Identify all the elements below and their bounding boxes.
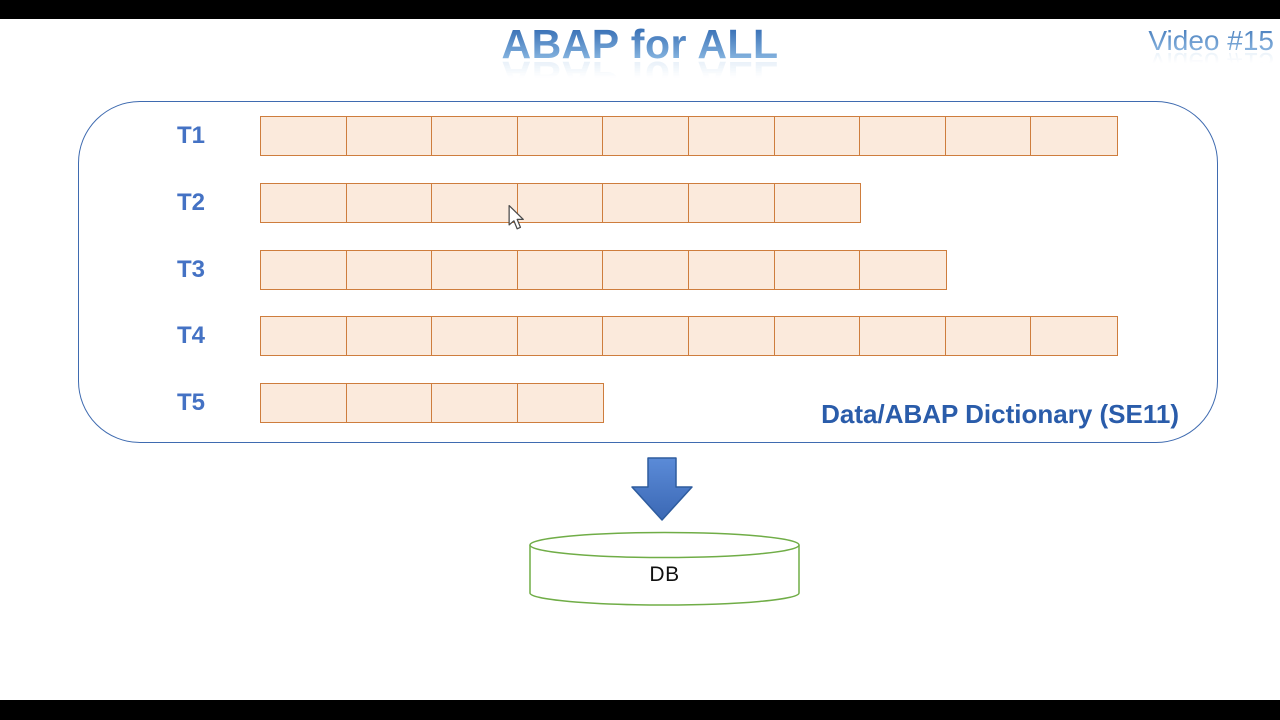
- table-cell: [1031, 117, 1117, 155]
- dictionary-caption: Data/ABAP Dictionary (SE11): [821, 399, 1179, 429]
- letterbox-top: [0, 0, 1280, 19]
- table-cell: [946, 317, 1032, 356]
- table-cell: [261, 183, 347, 222]
- table-cell: [347, 117, 433, 155]
- table-cell: [860, 117, 946, 155]
- table-cell: [518, 250, 604, 289]
- letterbox-bottom: [0, 700, 1280, 720]
- table-cell: [689, 183, 775, 222]
- table-cell: [860, 251, 946, 289]
- table-label: T2: [176, 188, 205, 216]
- table-cell: [518, 183, 604, 222]
- table-cell: [347, 384, 433, 422]
- table-cell: [432, 117, 518, 155]
- table-cell: [261, 384, 347, 422]
- table-cell: [775, 317, 861, 356]
- table-label: T3: [176, 255, 205, 283]
- database-label: DB: [649, 563, 680, 586]
- table-row: T4: [79, 316, 1217, 357]
- down-arrow-icon: [631, 457, 693, 521]
- table-cell: [603, 250, 689, 289]
- table-cells: [260, 182, 862, 223]
- video-number-reflection: Video #15: [1148, 47, 1274, 78]
- video-number-badge: Video #15 Video #15: [1004, 25, 1274, 79]
- table-cell: [603, 317, 689, 356]
- table-cell: [432, 317, 518, 356]
- table-cell: [261, 117, 347, 155]
- database-cylinder-shape: [529, 531, 800, 606]
- table-cell: [518, 384, 604, 422]
- slide-title-reflection: ABAP for ALL: [501, 53, 779, 99]
- video-number-text: Video #15: [1148, 25, 1274, 56]
- database-cylinder: DB: [529, 531, 800, 607]
- table-cells: [260, 316, 1118, 357]
- table-cell: [860, 317, 946, 356]
- table-cell: [775, 184, 861, 222]
- table-label: T5: [176, 389, 205, 416]
- table-cell: [689, 117, 775, 155]
- slide-title: ABAP for ALL ABAP for ALL: [0, 21, 1280, 100]
- table-row: T3: [79, 249, 1217, 290]
- table-cells: [260, 249, 947, 290]
- table-label: T4: [176, 322, 205, 350]
- table-cell: [1031, 317, 1117, 355]
- table-cell: [775, 250, 861, 289]
- table-cell: [347, 317, 433, 356]
- table-cell: [261, 317, 347, 356]
- table-cell: [775, 117, 861, 155]
- table-cell: [518, 117, 604, 155]
- table-label: T1: [176, 122, 205, 149]
- table-cell: [946, 117, 1032, 155]
- table-cells: [260, 383, 605, 423]
- mouse-pointer-icon: [508, 204, 524, 230]
- slide-title-text: ABAP for ALL: [501, 21, 779, 67]
- table-row: T1: [79, 116, 1217, 156]
- table-row: T5: [79, 383, 1217, 423]
- table-cell: [518, 317, 604, 356]
- table-row: T2: [79, 182, 1217, 223]
- table-cell: [432, 250, 518, 289]
- table-cell: [432, 384, 518, 422]
- table-cell: [261, 250, 347, 289]
- table-cell: [347, 250, 433, 289]
- table-cell: [689, 317, 775, 356]
- table-cell: [603, 117, 689, 155]
- table-cells: [260, 116, 1118, 156]
- table-cell: [689, 250, 775, 289]
- table-cell: [603, 183, 689, 222]
- table-cell: [432, 183, 518, 222]
- table-cell: [347, 183, 433, 222]
